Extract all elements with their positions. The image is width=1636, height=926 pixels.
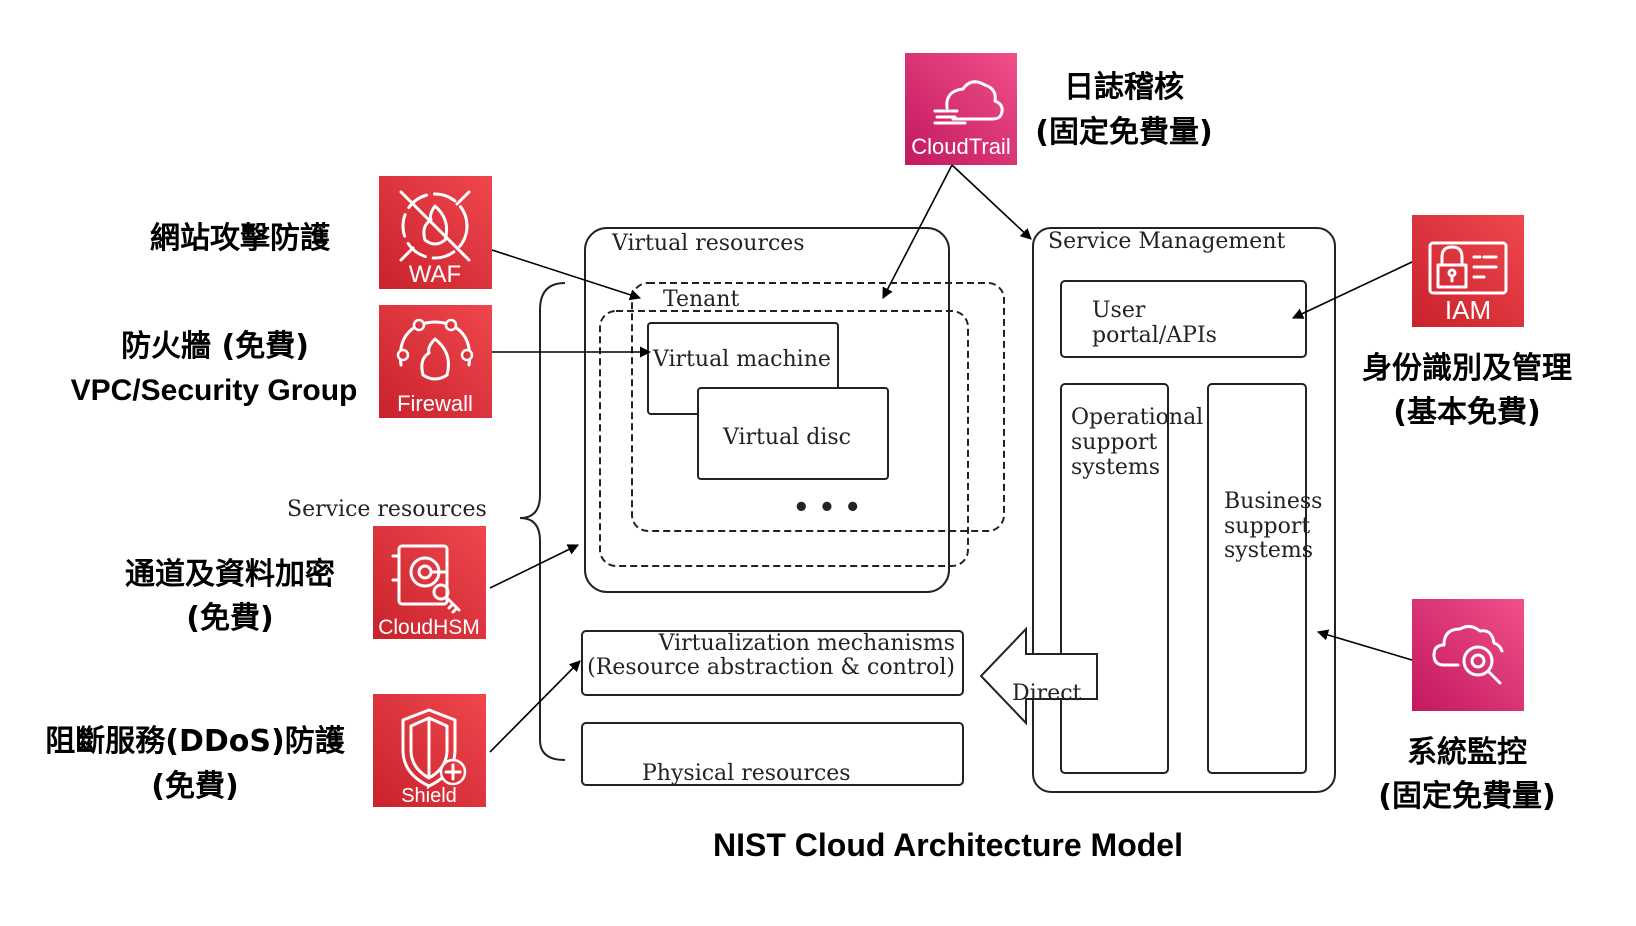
virtual-disc-label: Virtual disc [722, 425, 851, 450]
oss-line3: systems [1071, 455, 1160, 480]
virtual-machine-label: Virtual machine [652, 347, 831, 372]
cloudtrail-label-line2: (固定免費量) [1035, 115, 1212, 150]
cloudhsm-label-line1: 通道及資料加密 [125, 557, 335, 592]
service-resources-label: Service resources [287, 497, 487, 522]
tenant-label: Tenant [663, 287, 739, 312]
iam-label-line2: (基本免費) [1393, 395, 1540, 430]
virtualization-line1: Virtualization mechanisms [658, 631, 955, 656]
cloudtrail-icon-label: CloudTrail [911, 134, 1010, 159]
service-resources-brace [519, 282, 566, 761]
service-management-label: Service Management [1048, 229, 1285, 254]
virtualization-mechanisms-box: Virtualization mechanisms (Resource abst… [581, 630, 964, 696]
bss-line3: systems [1224, 538, 1313, 563]
iam-label-line1: 身份識別及管理 [1362, 351, 1572, 386]
bss-line2: support [1224, 514, 1310, 539]
virtualization-line2: (Resource abstraction & control) [587, 655, 955, 680]
waf-icon-label: WAF [409, 261, 461, 288]
more-ellipsis: • • • [793, 493, 861, 523]
shield-label-line1: 阻斷服務(DDoS)防護 [45, 724, 345, 759]
firewall-icon: Firewall [379, 305, 492, 418]
waf-icon: WAF [379, 176, 492, 289]
shield-connector [489, 660, 581, 753]
waf-connector [491, 249, 642, 301]
cloudtrail-label-line1: 日誌稽核 [1064, 70, 1184, 105]
cloudhsm-connector [489, 544, 580, 589]
cloudwatch-icon [1412, 599, 1524, 711]
firewall-label-line2: VPC/Security Group [71, 374, 358, 407]
waf-label-line1: 網站攻擊防護 [150, 221, 331, 256]
direct-arrow: Direct [979, 626, 1098, 726]
iam-icon: IAM [1412, 215, 1524, 327]
tenant-back-frame [599, 310, 969, 567]
cloudtrail-icon: CloudTrail [905, 53, 1017, 165]
direct-label: Direct [1012, 681, 1082, 706]
cloudhsm-label-line2: (免費) [186, 601, 273, 636]
oss-line2: support [1071, 430, 1157, 455]
cloudwatch-label-line2: (固定免費量) [1378, 779, 1555, 814]
shield-label-line2: (免費) [151, 769, 238, 804]
firewall-label-line1: 防火牆 (免費) [121, 329, 309, 364]
cloudtrail-connector-management [951, 164, 1032, 240]
user-portal-box: User portal/APIs [1060, 280, 1307, 358]
service-management-box: Service Management [1032, 227, 1336, 793]
user-portal-line1: User [1092, 298, 1146, 323]
physical-resources-box: Physical resources [581, 722, 964, 786]
iam-icon-label: IAM [1445, 295, 1491, 325]
iam-connector [1291, 261, 1413, 319]
cloudtrail-connector-tenant [882, 164, 953, 299]
oss-line1: Operational [1071, 405, 1203, 430]
bss-line1: Business [1224, 489, 1322, 514]
cloudwatch-label-line1: 系統監控 [1407, 735, 1527, 770]
shield-icon-label: Shield [401, 785, 457, 807]
virtual-disc-box: Virtual disc [697, 387, 889, 480]
user-portal-line2: portal/APIs [1092, 323, 1217, 348]
virtual-resources-box: Virtual resources [584, 227, 950, 593]
cloudhsm-icon-label: CloudHSM [378, 616, 480, 639]
tenant-box: Tenant [631, 282, 1005, 532]
shield-icon: Shield [373, 694, 486, 807]
business-support-box: Business support systems [1207, 383, 1322, 774]
cloudwatch-connector [1316, 629, 1413, 661]
virtual-resources-label: Virtual resources [611, 231, 805, 256]
operational-support-box: Operational support systems [1060, 383, 1203, 774]
cloudhsm-icon: CloudHSM [373, 526, 486, 639]
firewall-icon-label: Firewall [397, 391, 473, 416]
physical-resources-label: Physical resources [642, 761, 851, 786]
diagram-title: NIST Cloud Architecture Model [713, 827, 1183, 863]
